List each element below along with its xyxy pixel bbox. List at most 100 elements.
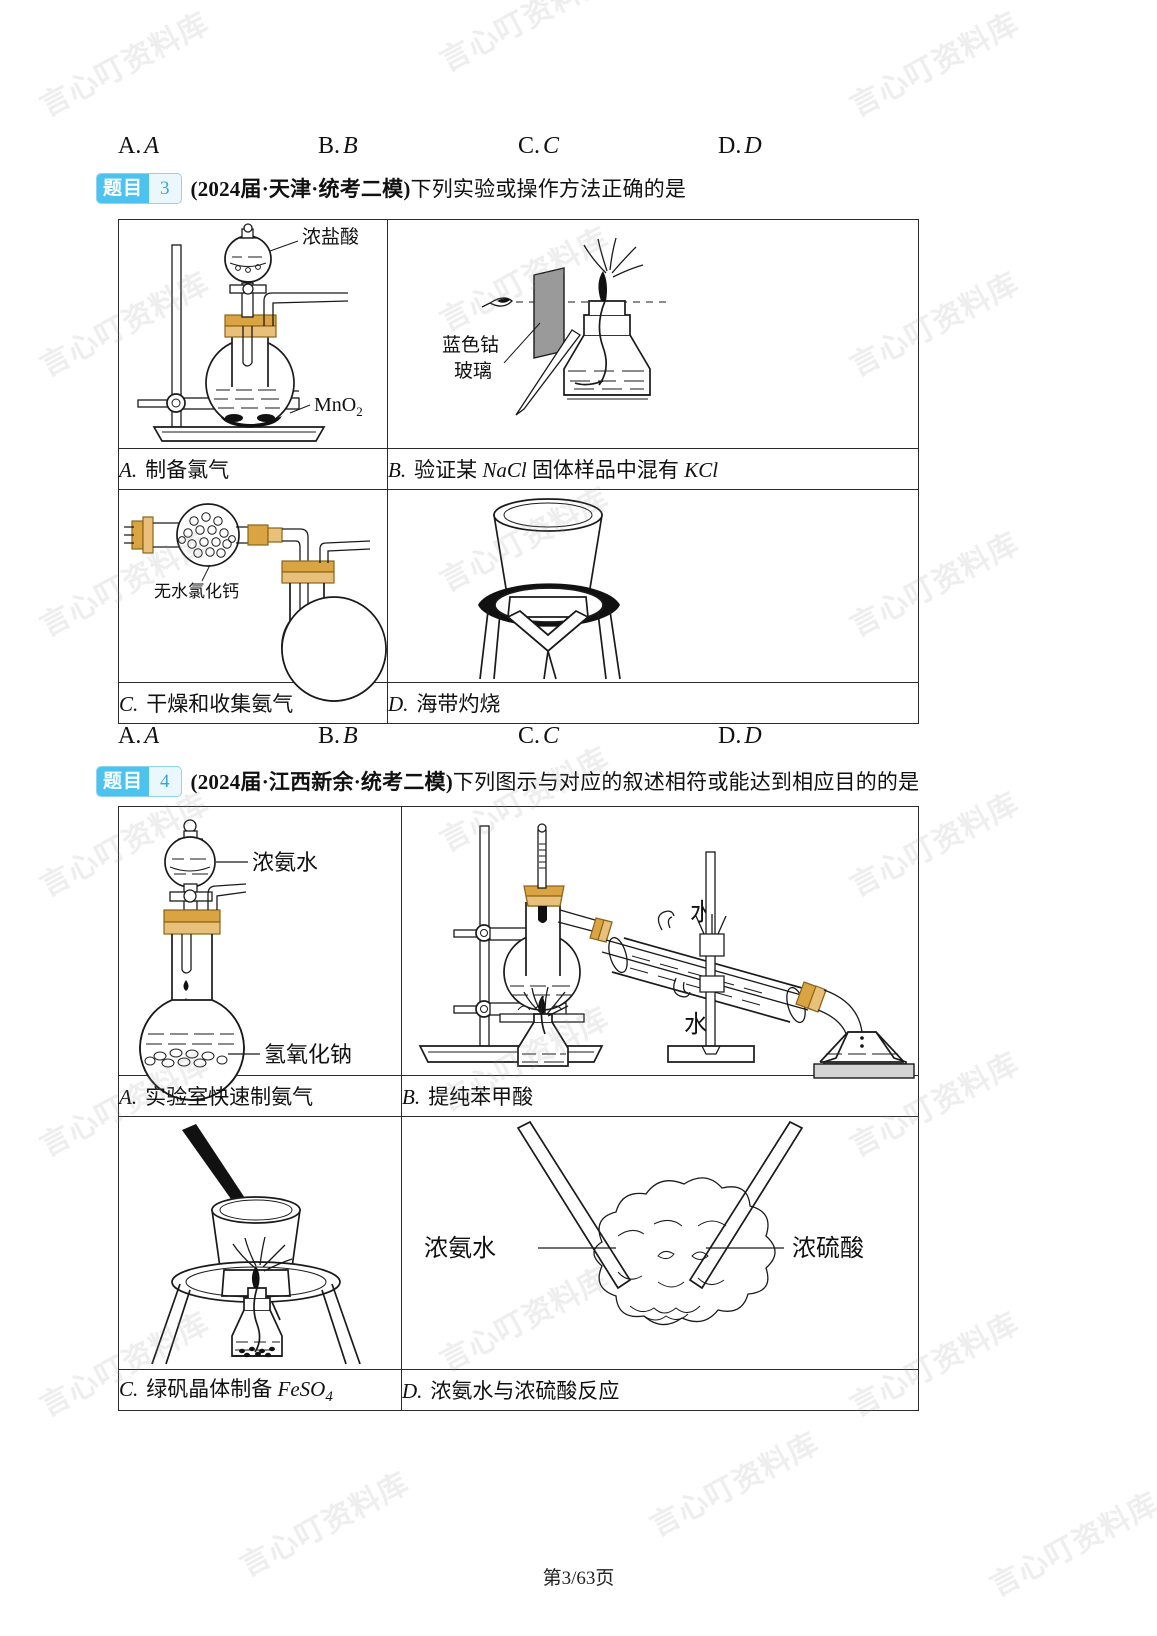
caption-text: 验证某 NaCl 固体样品中混有 KCl [414, 458, 719, 482]
question-4-tag: 题目 4 [96, 765, 182, 797]
question-tag-number: 4 [160, 770, 170, 792]
question-3-stem: 下列实验或操作方法正确的是 [410, 177, 687, 201]
option-prefix: B. [318, 723, 341, 749]
caption-cell-d: D. 海带灼烧 [387, 682, 919, 724]
cobalt-glass-plate [533, 267, 565, 359]
label-concentrated-sulfuric-acid: 浓硫酸 [792, 1234, 864, 1262]
label-concentrated-ammonia-water: 浓氨水 [424, 1234, 496, 1262]
question-3-text: (2024届·天津·统考二模)下列实验或操作方法正确的是 [191, 173, 687, 203]
option-c[interactable]: C.C [518, 133, 718, 160]
question-3-tag: 题目 3 [96, 172, 182, 204]
label-anhydrous-calcium-chloride: 无水氯化钙 [154, 582, 239, 602]
option-d[interactable]: D.D [718, 723, 918, 750]
option-value: D [744, 133, 762, 159]
table-row: C. 干燥和收集氨气 D. 海带灼烧 [118, 682, 919, 724]
question-3-header: 题目 3 (2024届·天津·统考二模)下列实验或操作方法正确的是 [96, 172, 686, 204]
caption-label: B. [388, 458, 407, 482]
caption-text: 提纯苯甲酸 [428, 1085, 534, 1109]
caption-cell-a: A. 制备氯气 [118, 448, 388, 490]
caption-label: C. [119, 1377, 139, 1402]
option-value: D [744, 723, 762, 749]
table-row: 无水氯化钙 [118, 489, 919, 702]
option-c[interactable]: C.C [518, 723, 718, 750]
label-mno2: MnO2 [314, 394, 363, 419]
ammonia-sulfuric-acid-reaction: 浓氨水 浓硫酸 [424, 1120, 864, 1326]
question-4-stem: 下列图示与对应的叙述相符或能达到相应目的的是 [452, 770, 920, 794]
ammonia-preparation-apparatus: 浓氨水 氢氧化钠 [139, 819, 352, 1101]
caption-text: 浓氨水与浓硫酸反应 [430, 1379, 620, 1403]
caption-cell-b: B. 提纯苯甲酸 [401, 1075, 919, 1117]
page-footer: 第3/63页 [542, 1568, 615, 1589]
option-b[interactable]: B.B [318, 723, 518, 750]
label-water-outlet: 水 [684, 1010, 708, 1038]
option-prefix: D. [718, 723, 742, 749]
caption-cell-c: C. 绿矾晶体制备 FeSO4 [118, 1369, 402, 1411]
evaporation-crucible-apparatus [151, 1124, 361, 1365]
question-4-source: (2024届·江西新余·统考二模) [190, 770, 453, 794]
table-row: A. 实验室快速制氨气 B. 提纯苯甲酸 [118, 1075, 919, 1117]
question-4-text: (2024届·江西新余·统考二模)下列图示与对应的叙述相符或能达到相应目的的是 [191, 766, 920, 796]
option-prefix: D. [718, 133, 742, 159]
figure-cell-c: 无水氯化钙 [118, 489, 388, 702]
seaweed-burning-crucible-apparatus [478, 498, 621, 680]
caption-label: D. [388, 692, 409, 716]
option-value: A [144, 133, 160, 159]
label-concentrated-hcl: 浓盐酸 [302, 226, 359, 248]
option-d[interactable]: D.D [718, 133, 918, 160]
question-3-table: 浓盐酸 MnO2 [118, 219, 919, 724]
option-a[interactable]: A.A [118, 723, 318, 750]
option-a[interactable]: A.A [118, 133, 318, 160]
option-b[interactable]: B.B [318, 133, 518, 160]
table-row: 浓氨水 氢氧化钠 [118, 806, 919, 1101]
table-row: 浓氨水 浓硫酸 [118, 1116, 919, 1370]
caption-label: A. [119, 458, 138, 482]
figure-cell-b: 蓝色钴 玻璃 [387, 219, 919, 449]
question-tag-label: 题目 [97, 173, 150, 203]
answer-options-question-3: A.A B.B C.C D.D [118, 723, 918, 750]
chlorine-generation-apparatus: 浓盐酸 MnO2 [137, 223, 363, 442]
figure-cell-d [387, 489, 919, 683]
caption-text: 海带灼烧 [416, 692, 501, 716]
label-cobalt-glass-line1: 蓝色钴 [442, 334, 499, 356]
caption-text: 实验室快速制氨气 [145, 1085, 314, 1109]
option-prefix: A. [118, 723, 142, 749]
question-4-header: 题目 4 (2024届·江西新余·统考二模)下列图示与对应的叙述相符或能达到相应… [96, 765, 919, 797]
label-sodium-hydroxide: 氢氧化钠 [264, 1043, 352, 1068]
figure-cell-d: 浓氨水 浓硫酸 [401, 1116, 919, 1370]
caption-label: D. [402, 1379, 423, 1403]
option-value: A [144, 723, 160, 749]
caption-label: A. [119, 1085, 138, 1109]
caption-label: C. [119, 692, 139, 716]
table-row: 浓盐酸 MnO2 [118, 219, 919, 449]
option-value: B [343, 133, 358, 159]
option-prefix: C. [518, 723, 541, 749]
question-tag-label: 题目 [97, 766, 150, 796]
ammonia-drying-collection-apparatus: 无水氯化钙 [124, 503, 387, 702]
question-3-source: (2024届·天津·统考二模) [190, 177, 411, 201]
figure-cell-b: 水 水 [401, 806, 919, 1079]
figure-cell-c [118, 1116, 402, 1370]
option-value: C [543, 723, 560, 749]
question-4-table: 浓氨水 氢氧化钠 [118, 806, 919, 1411]
question-tag-number: 3 [160, 177, 170, 199]
figure-cell-a: 浓盐酸 MnO2 [118, 219, 388, 449]
option-value: C [543, 133, 560, 159]
option-value: B [343, 723, 358, 749]
label-concentrated-ammonia: 浓氨水 [252, 851, 318, 876]
caption-cell-a: A. 实验室快速制氨气 [118, 1075, 402, 1117]
label-cobalt-glass-line2: 玻璃 [454, 360, 492, 382]
caption-label: B. [402, 1085, 421, 1109]
caption-text: 制备氯气 [145, 458, 230, 482]
option-prefix: B. [318, 133, 341, 159]
figure-cell-a: 浓氨水 氢氧化钠 [118, 806, 402, 1101]
table-row: C. 绿矾晶体制备 FeSO4 D. 浓氨水与浓硫酸反应 [118, 1369, 919, 1411]
caption-text: 干燥和收集氨气 [146, 692, 294, 716]
caption-cell-b: B. 验证某 NaCl 固体样品中混有 KCl [387, 448, 919, 490]
distillation-apparatus: 水 水 [418, 823, 915, 1079]
option-prefix: A. [118, 133, 142, 159]
answer-options-previous: A.A B.B C.C D.D [118, 133, 918, 160]
table-row: A. 制备氯气 B. 验证某 NaCl 固体样品中混有 KCl [118, 448, 919, 490]
caption-cell-d: D. 浓氨水与浓硫酸反应 [401, 1369, 919, 1411]
caption-text: 绿矾晶体制备 FeSO4 [146, 1377, 333, 1406]
